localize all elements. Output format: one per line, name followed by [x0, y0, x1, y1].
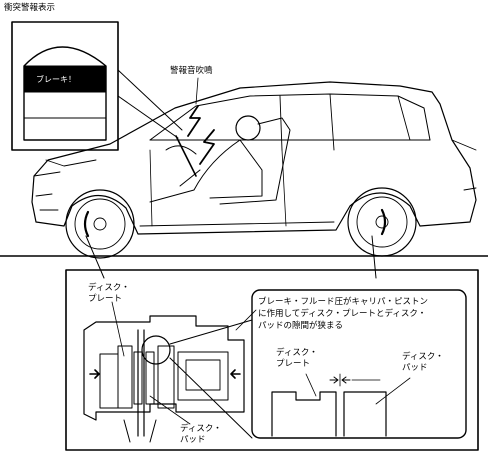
disc-plate-label-left: ディスク・ プレート	[88, 283, 130, 304]
display-warning-text: ブレーキ！	[36, 75, 76, 84]
diagram-title: 衝突警報表示	[4, 3, 56, 13]
display-banner	[23, 65, 107, 93]
driver-head	[235, 115, 261, 141]
magnify-circle	[141, 335, 171, 365]
caliper-section	[83, 315, 245, 421]
disc-pad-label-left: ディスク・ パッド	[180, 424, 222, 445]
disc-pad-label-right: ディスク・ パッド	[402, 352, 444, 373]
explanation-text: ブレーキ・フルード圧がキャリパ・ピストン に作用してディスク・プレートとディスク…	[258, 297, 429, 331]
display-callout-box	[11, 21, 119, 151]
magnified-view-box	[251, 289, 467, 439]
front-wheel	[65, 189, 135, 259]
rear-wheel	[347, 187, 417, 257]
car-body-outline	[31, 81, 477, 235]
alarm-label: 警報音吹鳴	[170, 66, 213, 76]
brake-detail-box	[65, 269, 479, 451]
disc-plate-label-right: ディスク・ プレート	[276, 348, 318, 369]
meter-display	[23, 46, 107, 141]
